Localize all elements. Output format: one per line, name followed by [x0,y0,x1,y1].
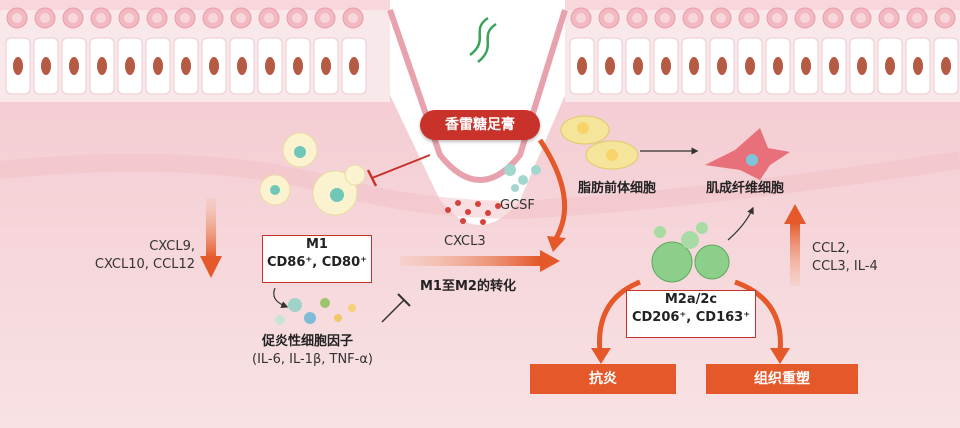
chemokines-left-line1: CXCL9, [149,239,195,254]
epidermis-right [565,0,960,102]
chemokines-right-line1: CCL2, [812,241,850,256]
myofibroblast-label: 肌成纤维细胞 [706,181,785,196]
epidermis-left [0,0,390,102]
m1-macrophage-cells [259,132,366,216]
cxcl3-dots [445,200,501,225]
m2-macrophage-cells [651,222,730,283]
treatment-label: 香雷糖足膏 [420,110,540,140]
m2-title: M2a/2c [664,292,718,307]
cytokines-title: 促炎性细胞因子 [262,334,354,349]
cytokines-list: (IL-6, IL-1β, TNF-α) [252,352,373,367]
m2-marker-box: M2a/2c CD206⁺, CD163⁺ [626,290,756,338]
leaf-icon [469,16,497,63]
anti-inflammation-bar: 抗炎 [530,364,676,394]
myofibroblast-cell [705,128,790,180]
m1-title: M1 [306,237,328,252]
gcsf-label: GCSF [500,198,535,213]
m1-markers: CD86⁺, CD80⁺ [266,255,368,270]
gcsf-dots [504,164,541,192]
tissue-remodeling-bar: 组织重塑 [706,364,858,394]
preadipocyte-label: 脂肪前体细胞 [578,181,657,196]
preadipocyte-cells [560,115,639,170]
chemokines-right-line2: CCL3, IL-4 [812,259,878,274]
m1-marker-box: M1 CD86⁺, CD80⁺ [262,235,372,283]
cytokine-dots [275,298,356,325]
m2-markers: CD206⁺, CD163⁺ [631,310,751,325]
chemokines-left-line2: CXCL10, CCL12 [94,257,195,272]
cxcl3-label: CXCL3 [444,234,486,249]
transition-label: M1至M2的转化 [420,279,516,294]
